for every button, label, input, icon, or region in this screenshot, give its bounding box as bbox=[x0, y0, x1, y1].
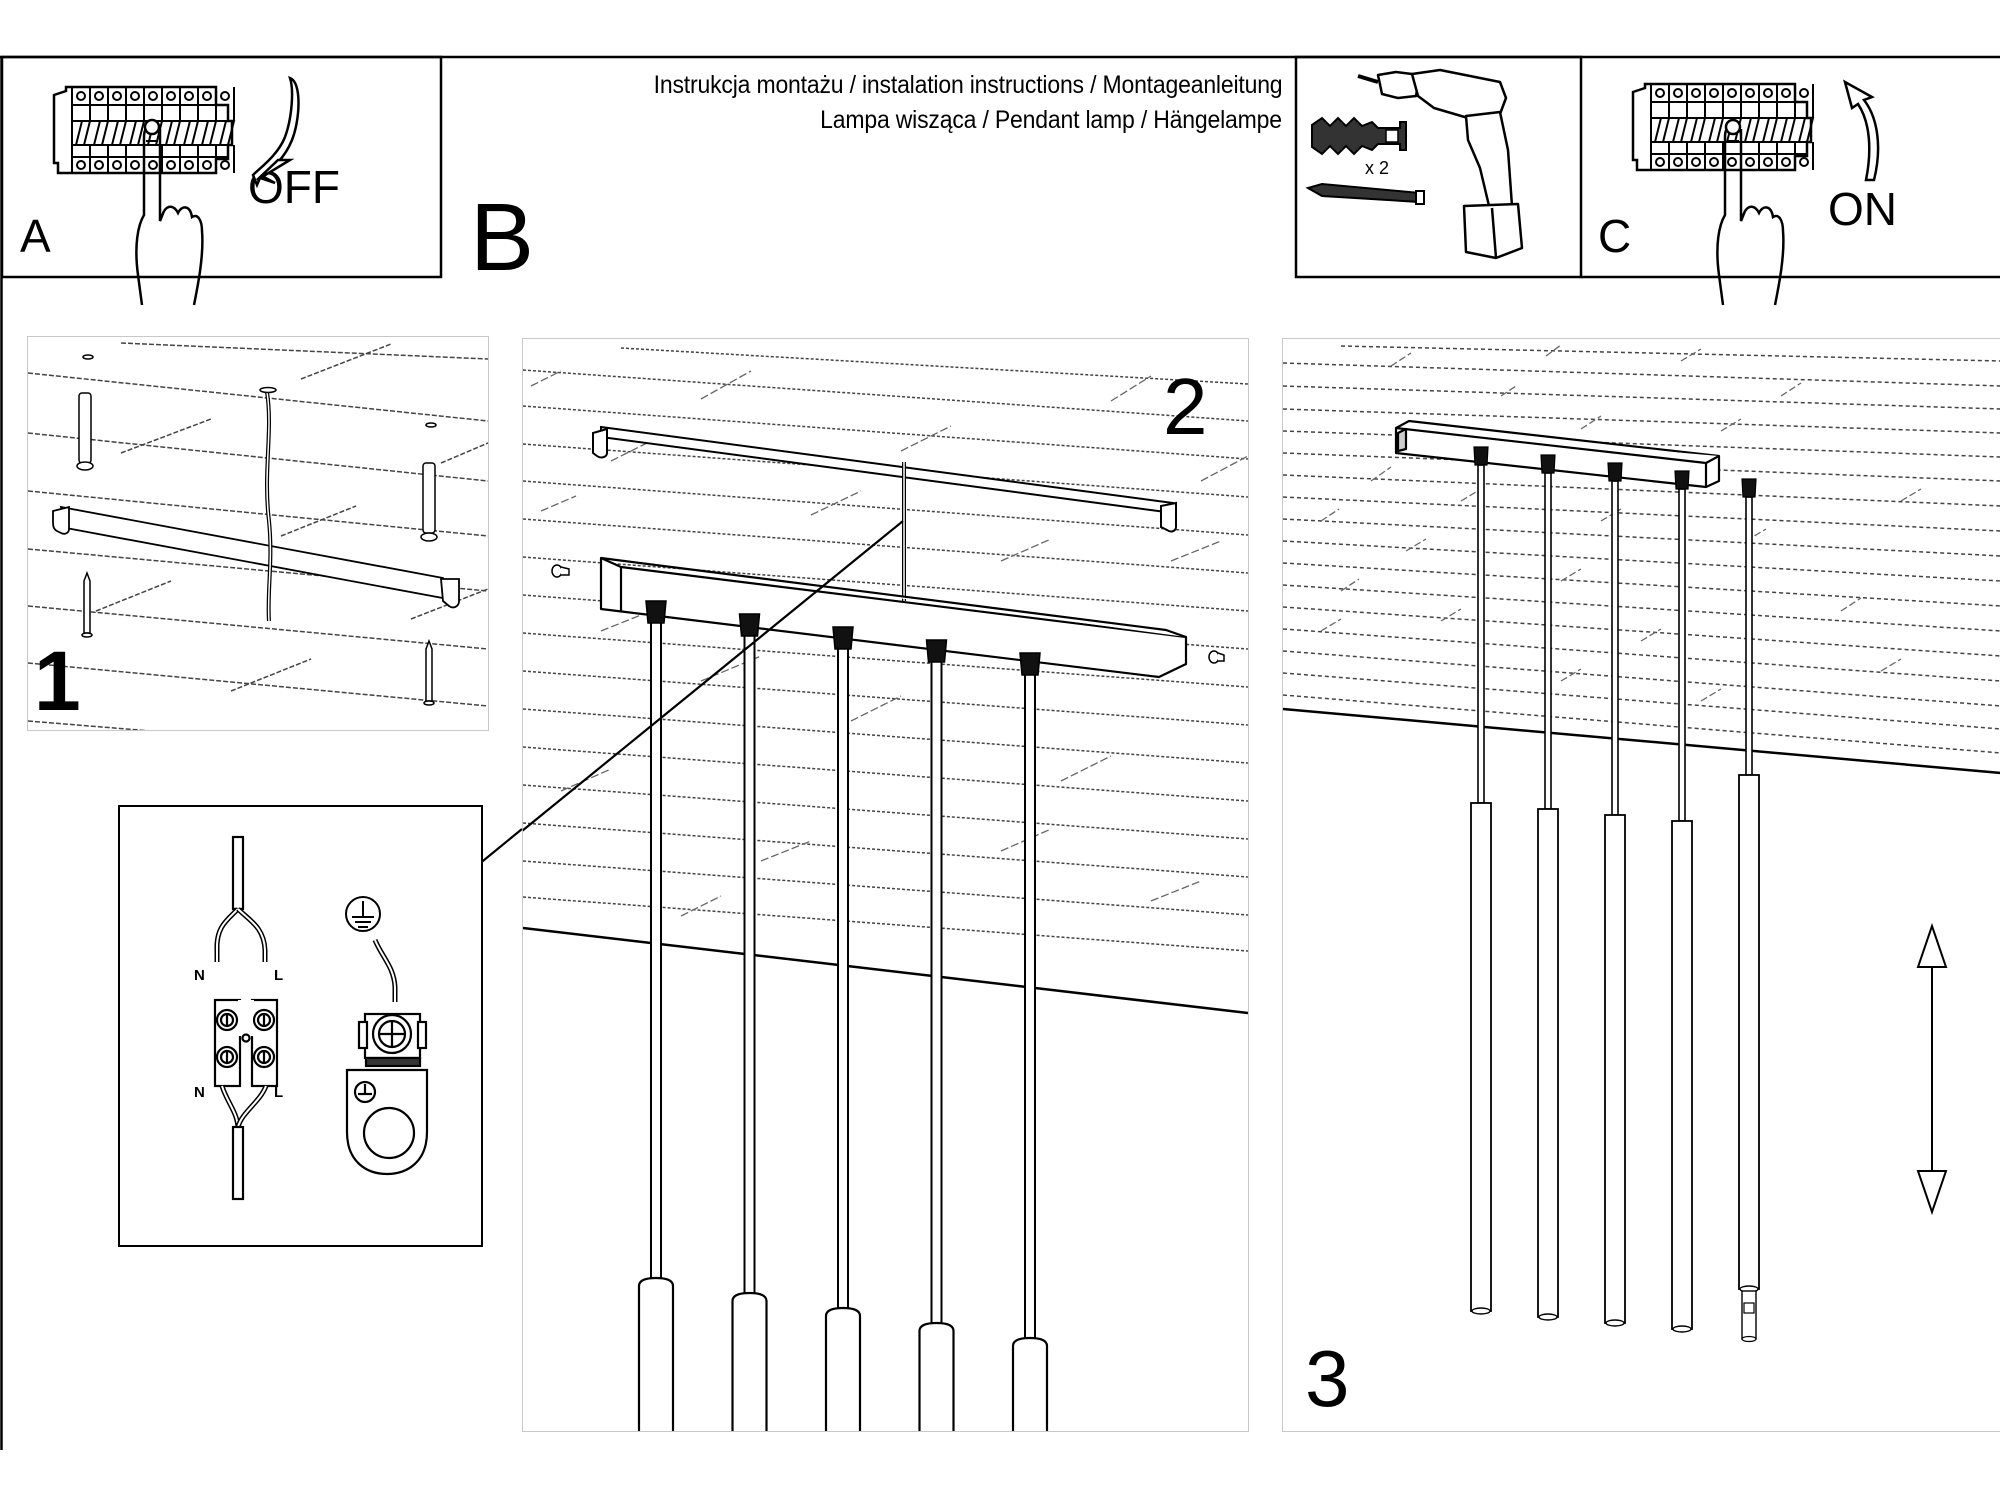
lamp-shade bbox=[1671, 820, 1693, 1330]
step-b-letter: B bbox=[470, 184, 535, 291]
cable-gland bbox=[1607, 462, 1623, 482]
circuit-breaker-off-icon bbox=[54, 76, 300, 307]
lamp-shade bbox=[1604, 814, 1626, 1324]
step-number-3: 3 bbox=[1305, 1334, 1350, 1423]
pendant-lamp bbox=[1738, 478, 1760, 1343]
step-number-1: 1 bbox=[34, 634, 81, 728]
lamp-insert bbox=[1741, 1290, 1757, 1340]
ceiling-lines bbox=[523, 347, 1248, 952]
pendant-lamp bbox=[1470, 446, 1492, 1315]
lamp-shade bbox=[1738, 774, 1760, 1290]
circuit-breaker-on-icon bbox=[1633, 79, 1880, 307]
ceiling-lines bbox=[28, 342, 488, 730]
pendant-lamp bbox=[1011, 652, 1049, 1431]
lamp-shade bbox=[1537, 808, 1559, 1318]
pendant-group bbox=[637, 600, 1049, 1431]
pendant-lamp bbox=[918, 639, 955, 1431]
earth-terminal-icon bbox=[345, 1012, 429, 1176]
ceiling-canopy bbox=[599, 556, 1188, 679]
panel-2: 2 bbox=[522, 338, 1249, 1432]
cable-gland bbox=[1741, 478, 1757, 498]
cable-gland bbox=[1674, 470, 1690, 490]
wiring-diagram bbox=[213, 835, 429, 1201]
pendant-group bbox=[1470, 446, 1760, 1343]
title-line-2: Lampa wisząca / Pendant lamp / Hängelamp… bbox=[820, 106, 1282, 134]
pendant-lamp bbox=[1671, 470, 1693, 1333]
step-c-letter: C bbox=[1598, 210, 1632, 262]
pendant-lamp bbox=[1604, 462, 1626, 1327]
step-number-2: 2 bbox=[1163, 362, 1208, 451]
screw-icon bbox=[1305, 182, 1425, 205]
pendant-lamp bbox=[637, 600, 675, 1431]
lamp-shade bbox=[637, 1276, 675, 1431]
detail-leader-line bbox=[523, 520, 904, 832]
tools-box bbox=[1294, 55, 1583, 279]
earth-ground-icon bbox=[345, 896, 381, 932]
step-c-action: ON bbox=[1828, 183, 1897, 235]
ceiling-edge bbox=[1283, 707, 2000, 775]
mounting-bracket bbox=[592, 425, 1177, 533]
pendant-lamp bbox=[731, 613, 768, 1431]
title-line-1: Instrukcja montażu / instalation instruc… bbox=[653, 71, 1282, 99]
wall-plug-icon bbox=[76, 392, 438, 542]
lamp-shade bbox=[1470, 802, 1492, 1312]
cable-gland bbox=[738, 613, 761, 637]
step-a-box bbox=[0, 55, 443, 279]
cable-gland bbox=[925, 639, 948, 663]
drill-icon bbox=[1357, 68, 1524, 260]
cable-gland bbox=[1473, 446, 1489, 466]
panel-1: 1 bbox=[27, 336, 489, 731]
screw-icon bbox=[551, 564, 1225, 664]
lamp-shade bbox=[1011, 1336, 1049, 1431]
cable-gland bbox=[645, 600, 667, 624]
lamp-shade bbox=[918, 1321, 955, 1431]
neutral-label-top: N bbox=[194, 967, 205, 984]
lamp-shade bbox=[824, 1306, 862, 1431]
panel-3: 3 bbox=[1282, 338, 2000, 1432]
wiring-detail-box: N L N L bbox=[118, 805, 483, 1247]
wall-plug-icon bbox=[1311, 116, 1407, 156]
height-adjust-arrow-icon bbox=[1916, 922, 1948, 1216]
mounting-bracket bbox=[52, 505, 460, 609]
live-label-top: L bbox=[274, 967, 284, 984]
panel-3-illustration bbox=[1283, 344, 2000, 1343]
lamp-shade bbox=[731, 1291, 768, 1431]
neutral-label-bottom: N bbox=[194, 1084, 205, 1101]
cable-gland bbox=[832, 626, 854, 650]
cable-gland bbox=[1019, 652, 1041, 676]
tools-quantity: x 2 bbox=[1365, 158, 1390, 178]
screw-icon bbox=[81, 570, 435, 706]
panel-1-illustration bbox=[28, 342, 488, 730]
panel-2-illustration bbox=[523, 347, 1248, 1431]
ceiling-lines bbox=[1283, 345, 2000, 754]
live-label-bottom: L bbox=[274, 1084, 284, 1101]
pendant-lamp bbox=[1537, 454, 1559, 1321]
pendant-lamp bbox=[824, 626, 862, 1431]
ceiling-canopy bbox=[1394, 419, 1721, 489]
cable-gland bbox=[1540, 454, 1556, 474]
ceiling-edge bbox=[523, 926, 1248, 1015]
step-a-letter: A bbox=[20, 210, 51, 262]
